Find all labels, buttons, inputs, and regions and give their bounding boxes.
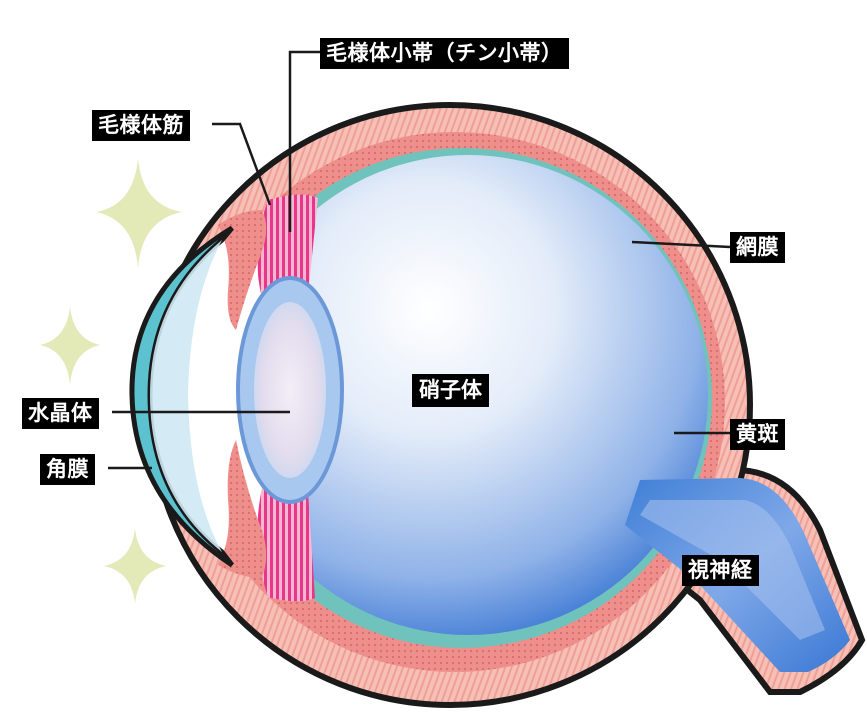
leader-lines <box>108 50 731 470</box>
label-ciliary-muscle: 毛様体筋 <box>92 110 190 141</box>
label-zonule: 毛様体小帯（チン小帯） <box>320 38 569 69</box>
label-lens: 水晶体 <box>22 398 99 429</box>
ciliary-zonule-top <box>257 194 318 299</box>
cornea-inner <box>150 240 222 552</box>
sparkle-icon <box>40 306 100 385</box>
label-vitreous: 硝子体 <box>412 374 489 407</box>
label-retina: 網膜 <box>730 232 785 263</box>
label-macula: 黄斑 <box>730 419 785 450</box>
label-optic-nerve: 視神経 <box>682 555 759 586</box>
lens-core <box>254 302 326 478</box>
sparkle-icon <box>96 158 182 268</box>
iris-bottom <box>218 440 267 578</box>
sparkle-icon <box>104 528 166 604</box>
ciliary-zonule-bottom <box>257 486 315 602</box>
iris-top <box>218 210 267 330</box>
label-cornea: 角膜 <box>40 454 95 485</box>
